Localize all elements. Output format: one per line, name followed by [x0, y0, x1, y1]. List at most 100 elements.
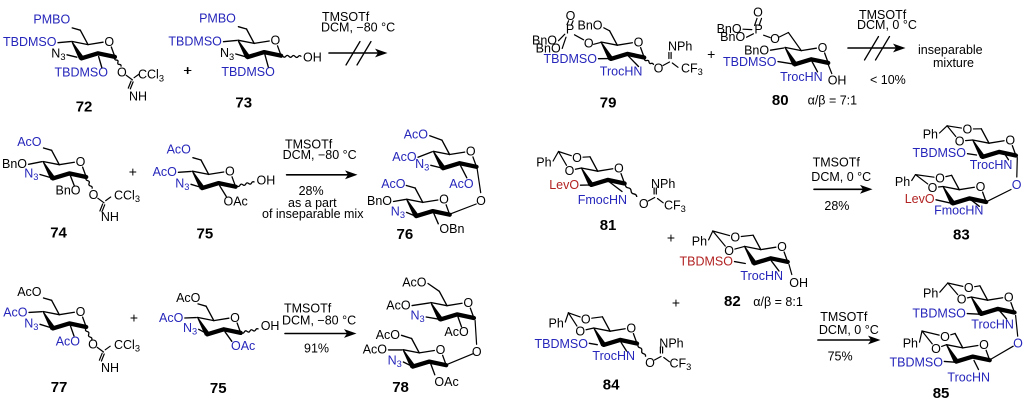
svg-text:O: O — [976, 180, 986, 194]
svg-text:OH: OH — [789, 276, 808, 290]
svg-text:O: O — [614, 161, 624, 175]
svg-text:TMSOTf: TMSOTf — [322, 10, 370, 24]
svg-text:TrocHN: TrocHN — [780, 70, 823, 84]
svg-text:α/β = 8:1: α/β = 8:1 — [753, 295, 803, 309]
svg-text:FmocHN: FmocHN — [578, 193, 627, 207]
svg-text:P: P — [566, 22, 574, 36]
svg-text:N3: N3 — [388, 353, 402, 369]
svg-text:28%: 28% — [824, 199, 849, 213]
svg-text:74: 74 — [50, 224, 67, 241]
svg-text:AcO: AcO — [153, 165, 178, 179]
svg-text:PMBO: PMBO — [199, 12, 236, 26]
svg-text:AcO: AcO — [386, 298, 411, 312]
svg-text:O: O — [928, 181, 938, 195]
svg-text:+: + — [129, 164, 137, 180]
svg-text:82: 82 — [724, 293, 741, 310]
svg-text:O: O — [76, 155, 86, 169]
svg-text:OAc: OAc — [231, 339, 255, 353]
svg-text:O: O — [89, 188, 99, 202]
svg-text:O: O — [730, 231, 740, 245]
svg-text:NPh: NPh — [668, 40, 692, 54]
svg-text:O: O — [634, 35, 644, 49]
svg-text:AcO: AcO — [159, 311, 184, 325]
svg-text:AcO: AcO — [376, 328, 401, 342]
svg-text:O: O — [565, 164, 575, 178]
svg-text:78: 78 — [392, 379, 409, 396]
svg-text:OAc: OAc — [224, 194, 248, 208]
svg-text:O: O — [777, 240, 787, 254]
svg-text:N3: N3 — [24, 316, 38, 332]
svg-text:O: O — [935, 171, 945, 185]
svg-text:+: + — [672, 295, 680, 311]
svg-text:81: 81 — [600, 217, 617, 234]
svg-text:O: O — [1012, 178, 1022, 192]
svg-text:N3: N3 — [51, 46, 65, 62]
svg-text:TBDMSO: TBDMSO — [544, 52, 598, 66]
svg-text:BnO: BnO — [536, 41, 561, 55]
svg-text:LevO: LevO — [549, 178, 579, 192]
svg-text:BnO: BnO — [55, 183, 80, 197]
svg-text:BnO: BnO — [577, 19, 602, 33]
svg-text:O: O — [472, 345, 482, 359]
svg-text:AcO: AcO — [363, 343, 388, 357]
svg-text:N3: N3 — [183, 321, 197, 337]
svg-text:O: O — [770, 32, 780, 46]
svg-text:O: O — [626, 321, 636, 335]
svg-text:TBDMSO: TBDMSO — [168, 35, 222, 49]
svg-text:85: 85 — [933, 385, 950, 400]
svg-text:72: 72 — [76, 99, 93, 116]
svg-text:of inseparable mix: of inseparable mix — [262, 207, 364, 221]
svg-text:Ph: Ph — [903, 337, 918, 351]
svg-text:Ph: Ph — [923, 287, 938, 301]
svg-text:AcO: AcO — [176, 291, 201, 305]
svg-text:TBDMSO: TBDMSO — [913, 146, 967, 160]
svg-text:91%: 91% — [304, 342, 329, 356]
svg-text:CCl3: CCl3 — [114, 188, 140, 204]
svg-text:Ph: Ph — [895, 175, 910, 189]
svg-text:O: O — [566, 9, 576, 23]
svg-text:inseparable: inseparable — [918, 43, 983, 57]
svg-text:O: O — [818, 41, 828, 55]
svg-text:AcO: AcO — [17, 285, 42, 299]
svg-text:NPh: NPh — [659, 337, 683, 351]
svg-text:84: 84 — [603, 376, 620, 393]
svg-text:NH: NH — [129, 89, 147, 103]
svg-text:O: O — [117, 65, 127, 79]
svg-text:O: O — [581, 312, 591, 326]
svg-text:79: 79 — [600, 94, 617, 111]
svg-text:O: O — [1013, 337, 1023, 351]
svg-text:TMSOTf: TMSOTf — [284, 301, 332, 315]
svg-text:CF3: CF3 — [681, 62, 703, 78]
svg-text:CCl3: CCl3 — [138, 68, 164, 84]
svg-text:BnO: BnO — [717, 22, 742, 36]
svg-text:Ph: Ph — [549, 317, 564, 331]
svg-text:N3: N3 — [410, 308, 424, 324]
svg-text:O: O — [436, 343, 446, 357]
svg-text:O: O — [104, 35, 114, 49]
svg-text:TBDMSO: TBDMSO — [680, 255, 734, 269]
svg-text:BnO: BnO — [720, 30, 745, 44]
svg-text:DCM, −80 °C: DCM, −80 °C — [282, 313, 356, 327]
svg-text:75: 75 — [197, 225, 214, 242]
svg-text:Ph: Ph — [692, 234, 707, 248]
svg-text:CF3: CF3 — [664, 198, 686, 214]
svg-text:DCM, 0 °C: DCM, 0 °C — [819, 323, 879, 337]
svg-text:AcO: AcO — [56, 335, 81, 349]
svg-text:O: O — [463, 296, 473, 310]
svg-text:O: O — [963, 122, 973, 136]
svg-text:PMBO: PMBO — [33, 12, 70, 26]
svg-text:NPh: NPh — [651, 177, 675, 191]
svg-text:N3: N3 — [220, 46, 234, 62]
svg-text:O: O — [940, 330, 950, 344]
svg-text:O: O — [955, 135, 965, 149]
svg-text:AcO: AcO — [402, 276, 427, 290]
svg-text:O: O — [724, 244, 734, 258]
svg-text:TMSOTf: TMSOTf — [859, 8, 907, 22]
svg-text:83: 83 — [953, 226, 970, 243]
svg-text:TBDMSO: TBDMSO — [3, 35, 57, 49]
svg-text:O: O — [572, 151, 582, 165]
svg-text:O: O — [76, 305, 86, 319]
svg-text:Ph: Ph — [536, 156, 551, 170]
svg-text:FmocHN: FmocHN — [934, 204, 983, 218]
svg-text:TrocHN: TrocHN — [971, 317, 1014, 331]
